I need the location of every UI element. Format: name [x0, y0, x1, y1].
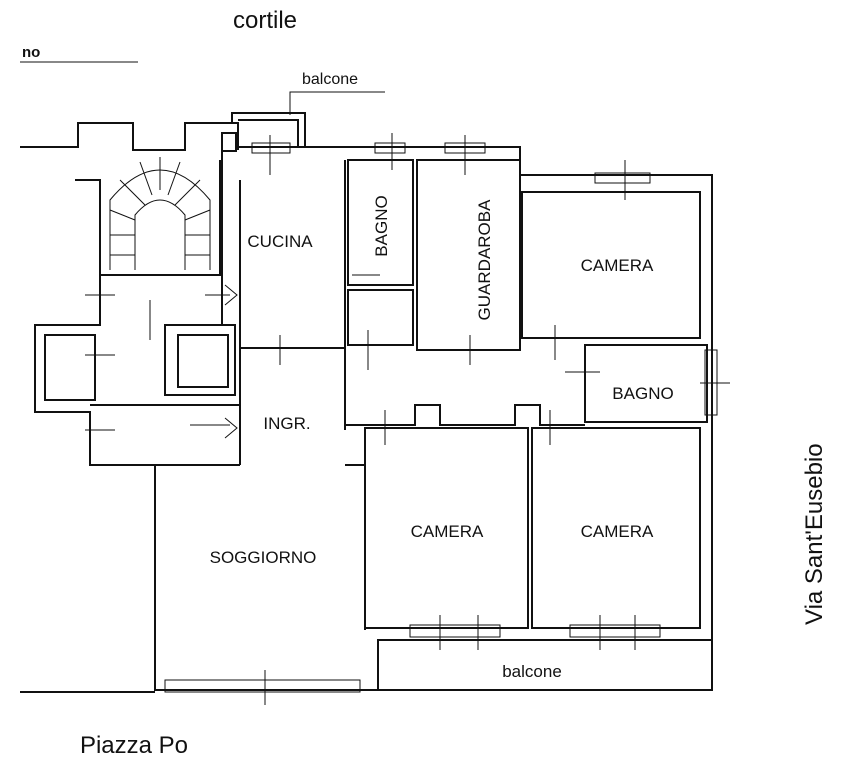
label-camera-bottom-left: CAMERA: [411, 522, 484, 541]
label-soggiorno: SOGGIORNO: [210, 548, 317, 567]
label-balcone-bottom: balcone: [502, 662, 562, 681]
label-bagno-top: BAGNO: [372, 195, 391, 256]
label-camera-top-right: CAMERA: [581, 256, 654, 275]
walls: [20, 61, 730, 705]
label-camera-bottom-right: CAMERA: [581, 522, 654, 541]
label-piazza-po: Piazza Po: [80, 732, 188, 759]
label-top-left-fragment: no: [22, 44, 40, 61]
label-bagno-right: BAGNO: [612, 384, 673, 403]
label-guardaroba: GUARDAROBA: [475, 199, 494, 321]
label-cortile: cortile: [233, 7, 297, 34]
label-cucina: CUCINA: [247, 232, 313, 251]
label-balcone-top: balcone: [302, 71, 358, 88]
label-ingresso: INGR.: [263, 414, 310, 433]
label-via-sant-eusebio: Via Sant'Eusebio: [801, 443, 828, 625]
